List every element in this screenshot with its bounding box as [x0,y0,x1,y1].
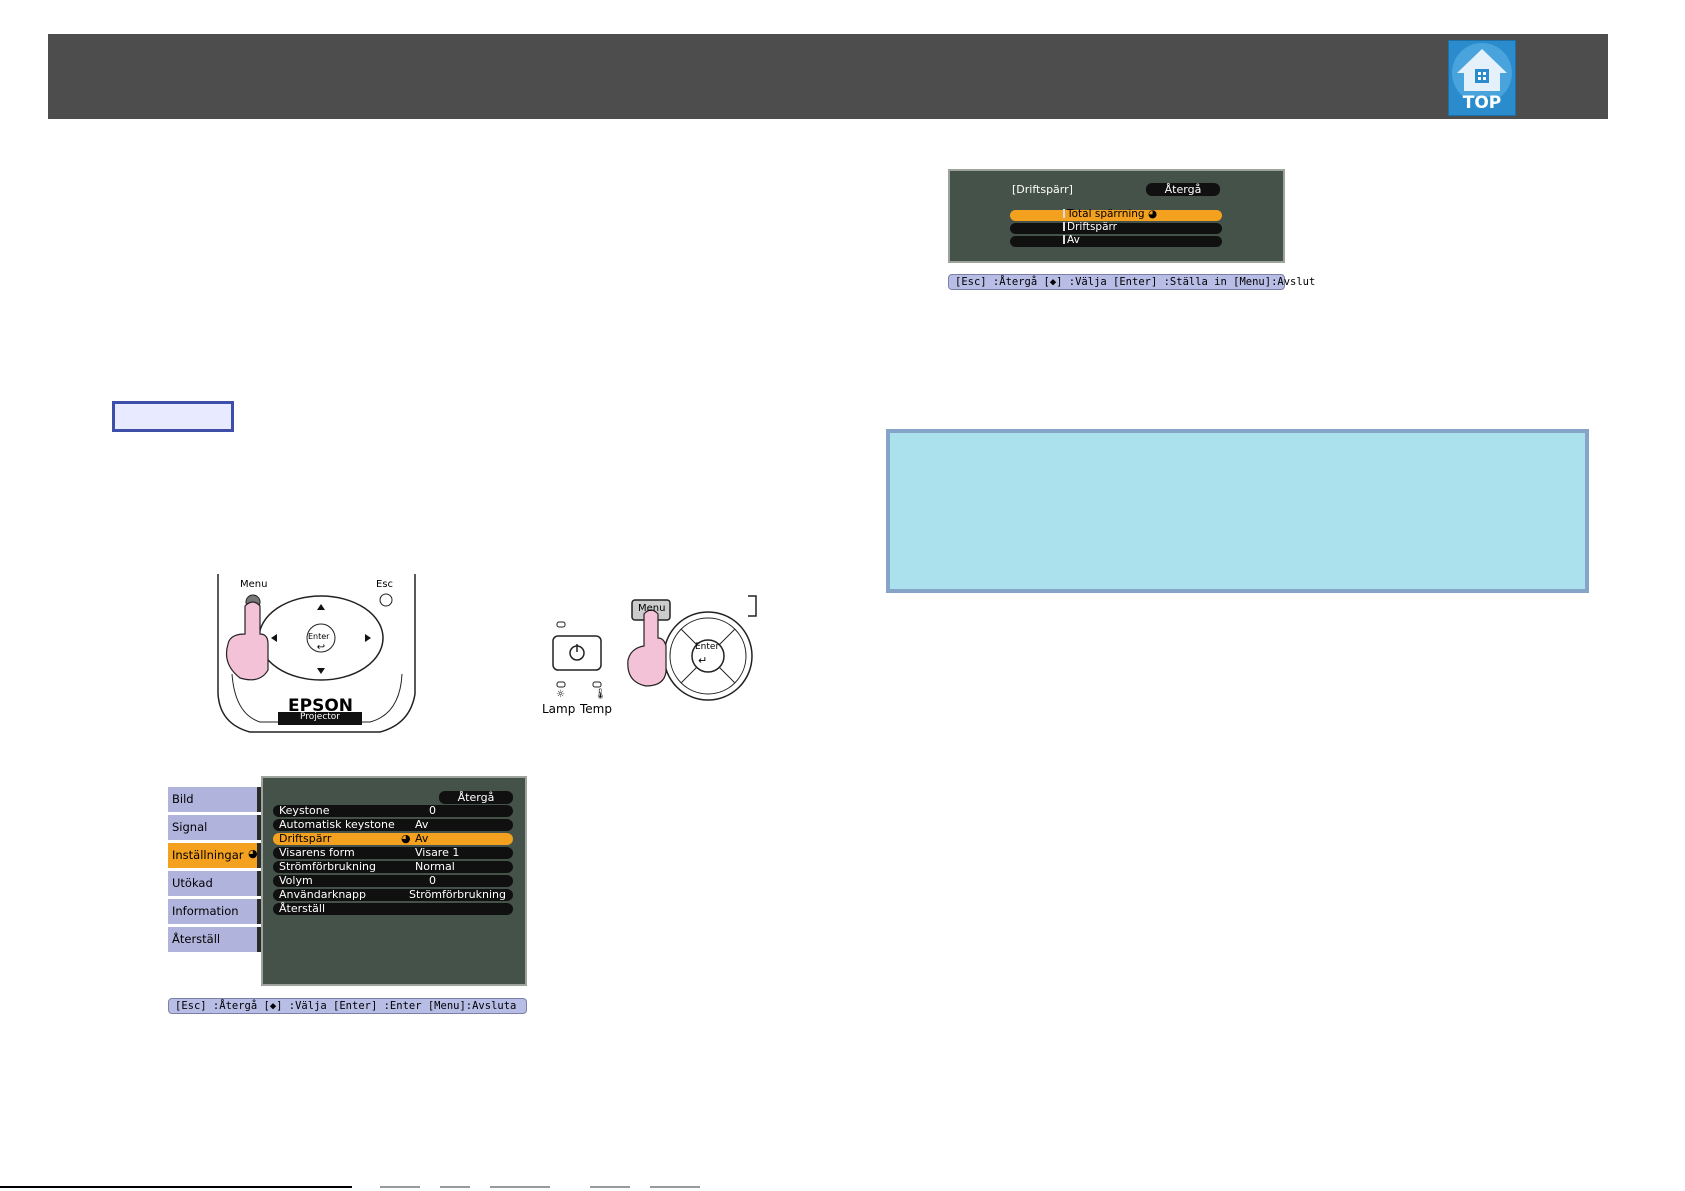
sidebar-item-label: Inställningar [172,848,244,862]
drift-option-av-label: Av [1067,234,1080,246]
settings-row-volume[interactable]: Volym 0 [273,874,513,887]
row-key: Återställ [279,902,326,915]
row-value: Visare 1 [415,846,460,859]
drift-back-button[interactable]: Återgå [1146,183,1220,196]
row-key: Automatisk keystone [279,818,395,831]
drift-menu-title: [Driftspärr] [1012,183,1073,196]
remote-model: Projector [300,712,340,722]
row-key: Användarknapp [279,888,367,901]
drift-option-total-label: Total spärrning [1067,208,1145,220]
procedure-tab [112,401,234,432]
row-key: Volym [279,874,313,887]
row-value: Av [415,818,429,831]
drift-status-bar: [Esc] :Återgå [◆] :Välja [Enter] :Ställa… [948,274,1315,290]
drift-option-driftsparr[interactable]: Driftspärr [1010,221,1222,234]
row-value: 0 [429,874,436,887]
control-panel-illustration: Menu Enter ↵ ☼ 🌡 Lamp Temp [536,590,760,724]
panel-enter-label: Enter [695,642,720,652]
settings-row-pointer-shape[interactable]: Visarens form Visare 1 [273,846,513,859]
page-header-bar [48,34,1608,119]
drift-option-driftsparr-label: Driftspärr [1067,221,1117,233]
sidebar-item-label: Återställ [172,932,221,946]
sidebar-item-installningar[interactable]: Inställningar ◕ [168,843,262,868]
top-button[interactable]: TOP [1448,40,1516,116]
sidebar-item-signal[interactable]: Signal [168,815,262,840]
sidebar-item-utokad[interactable]: Utökad [168,871,262,896]
settings-row-keystone[interactable]: Keystone 0 [273,804,513,817]
remote-drawing: ↩ [217,574,416,733]
sidebar-item-label: Signal [172,820,208,834]
row-key: Visarens form [279,846,355,859]
house-icon [1452,43,1512,97]
enter-icon: ◕ [248,847,258,860]
lamp-icon: ☼ [556,689,565,700]
enter-arrow-icon: ↵ [698,654,708,667]
remote-control-illustration: ↩ Menu Esc Enter EPSON Projector [210,574,424,752]
panel-temp-label: Temp [580,702,612,716]
svg-text:↩: ↩ [317,642,325,653]
row-value: Strömförbrukning [409,888,506,901]
row-value: Normal [415,860,455,873]
row-value: 0 [429,804,436,817]
settings-row-driftsparr[interactable]: Driftspärr ◕ Av [273,832,513,845]
enter-icon: ◕ [1147,208,1158,220]
panel-menu-label: Menu [638,603,666,614]
control-panel-drawing [552,595,757,701]
thermometer-icon: 🌡 [594,689,607,700]
sidebar-item-label: Utökad [172,876,213,890]
sidebar-item-label: Information [172,904,239,918]
drift-option-av[interactable]: Av [1010,234,1222,247]
row-value: Av [415,832,429,845]
drift-option-total[interactable]: Total spärrning ◕ [1010,208,1222,221]
row-key: Keystone [279,804,330,817]
remote-enter-label: Enter [308,632,330,641]
note-box [886,429,1589,593]
settings-status-bar: [Esc] :Återgå [◆] :Välja [Enter] :Enter … [168,998,527,1014]
settings-back-button[interactable]: Återgå [439,791,513,804]
sidebar-item-aterstall[interactable]: Återställ [168,927,262,952]
settings-row-power[interactable]: Strömförbrukning Normal [273,860,513,873]
drift-lock-menu-screen: [Driftspärr] Återgå Total spärrning ◕ Dr… [948,169,1285,263]
sidebar-item-bild[interactable]: Bild [168,787,262,812]
remote-brand: EPSON [288,696,353,716]
footer-rule [0,1186,352,1188]
sidebar-item-label: Bild [172,792,194,806]
settings-row-user-button[interactable]: Användarknapp Strömförbrukning [273,888,513,901]
row-key: Driftspärr [279,832,332,845]
settings-row-reset[interactable]: Återställ [273,902,513,915]
panel-lamp-label: Lamp [542,702,576,716]
footer-decoration [380,1186,700,1188]
remote-menu-label: Menu [240,579,268,590]
remote-esc-label: Esc [376,579,394,590]
row-key: Strömförbrukning [279,860,376,873]
settings-row-auto-keystone[interactable]: Automatisk keystone Av [273,818,513,831]
enter-icon: ◕ [401,832,411,845]
sidebar-item-information[interactable]: Information [168,899,262,924]
top-label: TOP [1462,93,1502,113]
